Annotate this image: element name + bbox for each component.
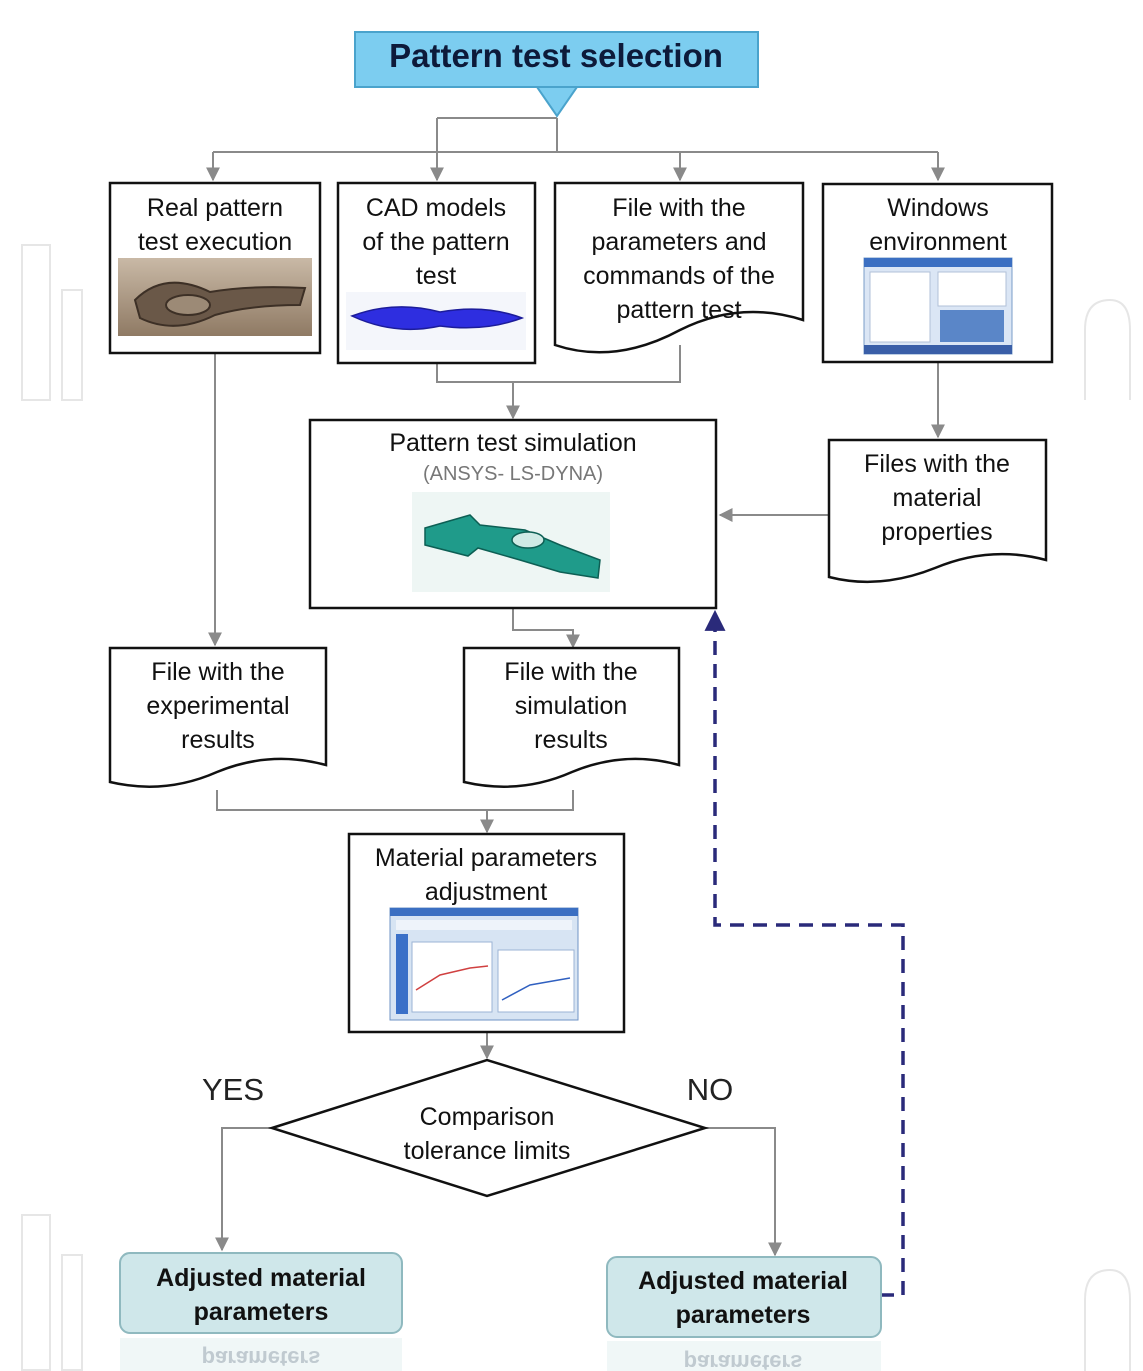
simulation-box: Pattern test simulation (ANSYS- LS-DYNA) [308,418,718,610]
experimental-line-2: experimental [146,692,289,720]
file-params-line-3: commands of the [583,262,775,290]
watermark [21,244,1131,1371]
simulation-results-line-3: results [534,726,608,754]
feedback-dashed-arrow [704,609,905,1297]
simulation-results-line-2: simulation [515,692,628,720]
title-box: Pattern test selection [354,31,759,118]
adjustment-box: Material parameters adjustment [347,832,626,1034]
specimen-photo [118,258,312,336]
adjustment-screenshot [389,907,579,1021]
simulation-results-box: File with the simulation results [462,646,681,788]
file-params-line-2: parameters and [591,228,766,256]
windows-env-box: Windows environment [821,182,1054,364]
material-files-line-3: properties [881,518,992,546]
cad-models-box: CAD models of the pattern test [336,181,537,365]
experimental-results-box: File with the experimental results [108,646,328,788]
cad-line-3: test [416,262,456,290]
adjustment-line-1: Material parameters [375,844,597,872]
windows-line-2: environment [869,228,1007,256]
decision-line-1: Comparison [420,1103,555,1131]
output-no-line-2: parameters [676,1301,811,1329]
no-label: NO [687,1072,734,1107]
cad-line-2: of the pattern [362,228,509,256]
windows-line-1: Windows [887,194,988,222]
output-no-line-1: Adjusted material [638,1267,848,1295]
output-no-reflection: parameters [684,1350,803,1371]
output-yes-box: Adjusted material parameters parameters [119,1252,403,1371]
cad-model-image [346,292,526,350]
decision-diamond: Comparison tolerance limits [267,1058,710,1198]
material-files-line-2: material [893,484,982,512]
yes-label: YES [202,1072,264,1107]
material-files-line-1: Files with the [864,450,1010,478]
adjustment-line-2: adjustment [425,878,547,906]
decision-line-2: tolerance limits [404,1137,571,1165]
title-text: Pattern test selection [389,37,723,74]
experimental-line-3: results [181,726,255,754]
file-params-line-4: pattern test [616,296,741,324]
output-yes-line-2: parameters [194,1298,329,1326]
material-files-box: Files with the material properties [827,438,1048,584]
real-pattern-line-2: test execution [138,228,292,256]
cad-line-1: CAD models [366,194,506,222]
file-parameters-box: File with the parameters and commands of… [553,181,805,354]
windows-screenshot [863,257,1013,355]
simulation-subtitle: (ANSYS- LS-DYNA) [423,463,603,485]
real-pattern-box: Real pattern test execution [108,181,322,355]
simulation-image [412,492,610,592]
connectors [206,117,945,1257]
output-yes-line-1: Adjusted material [156,1264,366,1292]
experimental-line-1: File with the [151,658,284,686]
output-no-box: Adjusted material parameters parameters [606,1256,882,1371]
simulation-title: Pattern test simulation [389,429,636,457]
output-yes-reflection: parameters [202,1346,321,1371]
file-params-line-1: File with the [612,194,745,222]
real-pattern-line-1: Real pattern [147,194,283,222]
simulation-results-line-1: File with the [504,658,637,686]
